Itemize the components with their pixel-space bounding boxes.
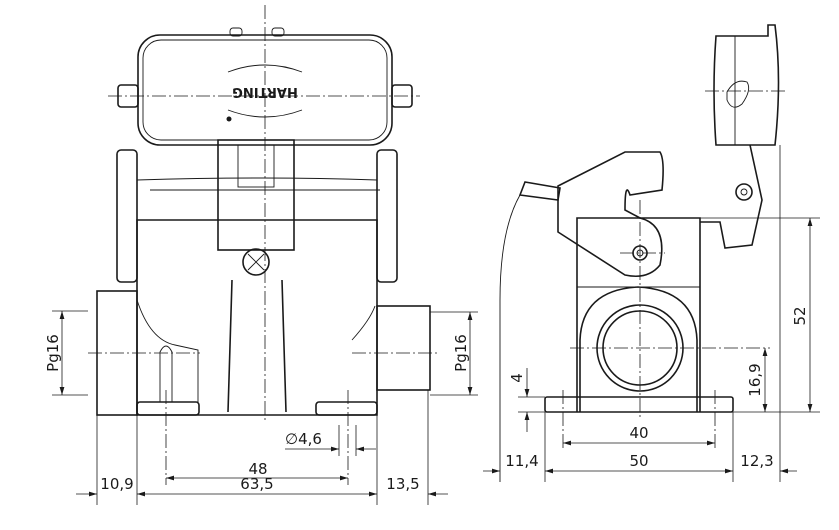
dim-hole-diameter: ∅4,6 [285, 430, 322, 448]
dim-right-offset: 12,3 [740, 452, 773, 470]
side-view: 11,4 50 12,3 40 4 16,9 52 [483, 24, 820, 482]
dim-entry-height: 16,9 [746, 363, 764, 396]
dim-flange-height: 4 [508, 373, 526, 383]
hinge-block [217, 139, 295, 251]
harting-logo: HARTING [232, 84, 298, 99]
dim-thread-left: Pg16 [44, 334, 62, 372]
dim-left-gland-offset: 10,9 [100, 475, 133, 493]
dim-hole-spacing: 48 [248, 460, 267, 478]
dim-left-offset: 11,4 [505, 452, 538, 470]
cable-gland-right [376, 305, 431, 391]
dim-base-width: 50 [629, 452, 648, 470]
dim-thread-right: Pg16 [452, 334, 470, 372]
locking-lever-left [116, 149, 138, 283]
housing-body-side [576, 217, 701, 412]
front-view: HARTING [44, 5, 478, 505]
dim-hole-spacing-side: 40 [629, 424, 648, 442]
dim-overall-height: 52 [791, 306, 809, 325]
side-dimensions: 11,4 50 12,3 40 4 16,9 52 [483, 145, 820, 482]
screw [242, 248, 270, 276]
locking-lever-right [376, 149, 398, 283]
base-flange [544, 396, 734, 413]
front-dimensions: 10,9 63,5 13,5 48 ∅4,6 Pg16 Pg16 [44, 310, 478, 505]
open-cover [713, 24, 780, 146]
locking-lever [557, 151, 664, 278]
dim-right-gland-offset: 13,5 [386, 475, 419, 493]
